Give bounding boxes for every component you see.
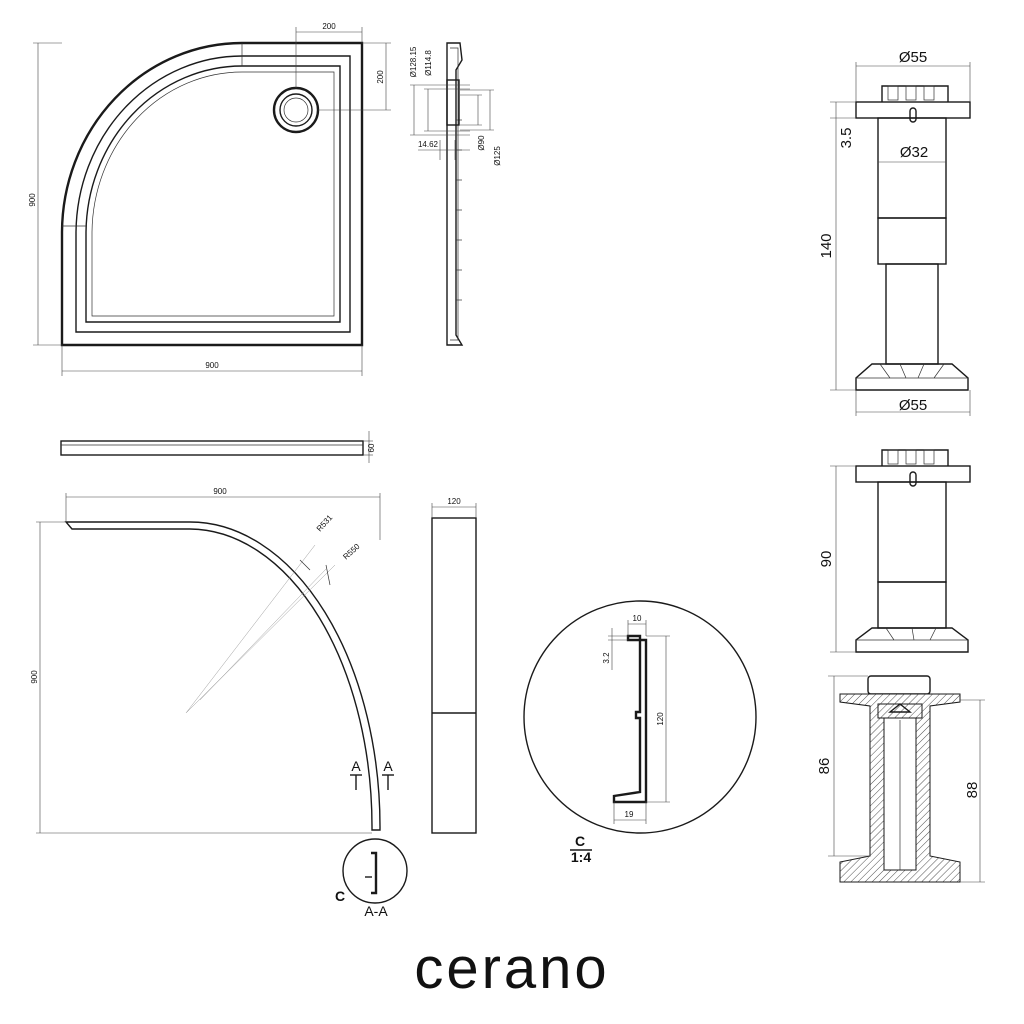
dia-125-label: Ø125 bbox=[493, 146, 502, 166]
tray-dim-height: 900 bbox=[28, 193, 37, 207]
profile-c-shape bbox=[612, 634, 648, 804]
drain-dim-x: 200 bbox=[322, 22, 336, 31]
dia-inner-label: Ø114.8 bbox=[424, 50, 433, 76]
foot-dia-shaft: Ø32 bbox=[900, 144, 928, 161]
foot-dim-90: 90 bbox=[818, 551, 835, 568]
detail-c: 10 3.2 120 19 C 1:4 bbox=[523, 600, 757, 865]
foot-tall: Ø55 Ø32 3.5 140 Ø55 bbox=[818, 49, 971, 416]
brand-logo: cerano bbox=[414, 936, 609, 1001]
detail-section-label: A-A bbox=[364, 903, 388, 919]
detail-c-dim-height: 120 bbox=[656, 712, 665, 726]
panel-dim-height: 900 bbox=[30, 670, 39, 684]
dim-offset-label: 14.62 bbox=[418, 140, 439, 149]
drain-dim-y: 200 bbox=[376, 70, 385, 84]
radius-outer-label: R550 bbox=[341, 542, 362, 562]
detail-c-dim-bottom: 19 bbox=[625, 810, 634, 819]
panel-dim-width: 900 bbox=[213, 487, 227, 496]
foot-dim-3-5: 3.5 bbox=[838, 128, 855, 149]
foot-short: 90 bbox=[818, 449, 971, 653]
dia-90-label: Ø90 bbox=[477, 135, 486, 151]
tray-dim-width: 900 bbox=[205, 361, 219, 370]
foot-section-dim-86: 86 bbox=[816, 758, 833, 775]
detail-c-dim-lip: 3.2 bbox=[602, 652, 611, 664]
tray-basin-outline bbox=[85, 65, 341, 323]
foot-dia-bottom: Ø55 bbox=[899, 397, 927, 414]
panel-front-view: 120 bbox=[431, 497, 477, 834]
panel-top-view: R531 R550 900 900 A A bbox=[30, 487, 394, 834]
detail-c-scale: 1:4 bbox=[571, 849, 591, 865]
foot-dia-top: Ø55 bbox=[899, 49, 927, 66]
dia-outer-label: Ø128.15 bbox=[409, 46, 418, 77]
detail-c-label: C bbox=[575, 833, 585, 849]
tray-outline bbox=[60, 41, 364, 347]
tray-top-view: 900 900 200 200 bbox=[28, 22, 391, 376]
foot-section: 86 88 bbox=[816, 675, 985, 883]
detail-a-a: C A-A bbox=[335, 838, 408, 919]
tray-profile-section: Ø128.15 Ø114.8 14.62 Ø90 Ø125 bbox=[409, 42, 502, 346]
tray-dim-side-height: 60 bbox=[367, 443, 376, 452]
section-a-left: A bbox=[351, 758, 361, 774]
foot-dim-140: 140 bbox=[818, 233, 835, 258]
tray-rim-inner bbox=[75, 55, 351, 333]
tray-side-view: 60 bbox=[60, 431, 376, 463]
detail-c-dim-top: 10 bbox=[633, 614, 642, 623]
radius-inner-label: R531 bbox=[315, 513, 335, 534]
panel-dim-front-height: 120 bbox=[447, 497, 461, 506]
drain-icon bbox=[272, 86, 320, 134]
panel-outline bbox=[64, 521, 381, 831]
detail-label-c: C bbox=[335, 888, 345, 904]
foot-section-dim-88: 88 bbox=[964, 782, 981, 799]
section-a-right: A bbox=[383, 758, 393, 774]
